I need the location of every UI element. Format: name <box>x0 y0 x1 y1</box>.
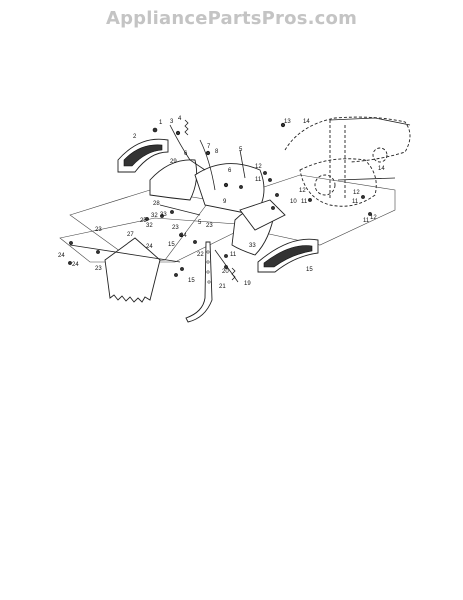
rear-shield-plate <box>59 217 252 263</box>
callout-12a: 12 <box>255 164 262 170</box>
callout-25: 25 <box>140 218 147 224</box>
callout-5: 5 <box>239 147 243 153</box>
callout-12c: 12 <box>353 190 360 196</box>
callout-4: 4 <box>178 116 182 122</box>
front-shield-left <box>117 138 169 173</box>
callout-33a: 33 <box>160 212 167 218</box>
hardware <box>68 119 372 281</box>
callout-29: 29 <box>170 159 177 165</box>
callout-10: 10 <box>290 199 297 205</box>
callout-14b: 14 <box>378 166 385 172</box>
callout-33b: 33 <box>249 243 256 249</box>
callout-24c: 24 <box>58 253 65 259</box>
callout-11a: 11 <box>255 177 262 183</box>
rear-flap-rod <box>69 244 181 263</box>
callout-8: 8 <box>215 149 219 155</box>
tine-shield-left <box>149 159 198 201</box>
callout-12d: 12 <box>370 215 377 221</box>
callout-6: 6 <box>184 151 188 157</box>
callout-13: 13 <box>284 119 291 125</box>
rear-flap-serrated <box>104 237 161 303</box>
callout-24b: 24 <box>146 244 153 250</box>
callout-32b: 32 <box>146 223 153 229</box>
callout-7: 7 <box>207 144 211 150</box>
tiller-frame <box>284 116 411 207</box>
callout-19: 19 <box>244 281 251 287</box>
callout-23c: 23 <box>95 227 102 233</box>
watermark-logo: AppliancePartsPros.com <box>105 8 358 29</box>
callout-23a: 23 <box>172 225 179 231</box>
callout-28: 28 <box>153 201 160 207</box>
callout-5b: 5 <box>198 220 202 226</box>
callout-27: 27 <box>127 232 134 238</box>
callout-2: 2 <box>133 134 137 140</box>
callout-14a: 14 <box>303 119 310 125</box>
callout-3: 3 <box>170 119 174 125</box>
callout-1: 1 <box>159 120 163 126</box>
callout-20: 20 <box>222 269 229 275</box>
callout-21: 21 <box>219 284 226 290</box>
callout-24a: 24 <box>180 233 187 239</box>
callout-15b: 15 <box>306 267 313 273</box>
callout-12b: 12 <box>299 188 306 194</box>
callout-11e: 11 <box>230 252 237 258</box>
callout-11d: 11 <box>363 218 370 224</box>
callout-22: 22 <box>197 252 204 258</box>
callout-15a: 15 <box>168 242 175 248</box>
callout-6b: 6 <box>228 168 232 174</box>
side-shield-right <box>257 238 319 273</box>
callout-15c: 15 <box>188 278 195 284</box>
depth-bar <box>185 241 213 323</box>
callout-32a: 32 <box>151 213 158 219</box>
callout-23d: 23 <box>95 266 102 272</box>
callout-labels: 1 2 3 4 6 7 8 5 6 29 9 10 12 11 13 14 14… <box>58 116 385 290</box>
callout-24d: 24 <box>72 262 79 268</box>
callout-23b: 23 <box>206 223 213 229</box>
callout-11c: 11 <box>352 199 359 205</box>
callout-9: 9 <box>223 199 227 205</box>
callout-11b: 11 <box>301 199 308 205</box>
